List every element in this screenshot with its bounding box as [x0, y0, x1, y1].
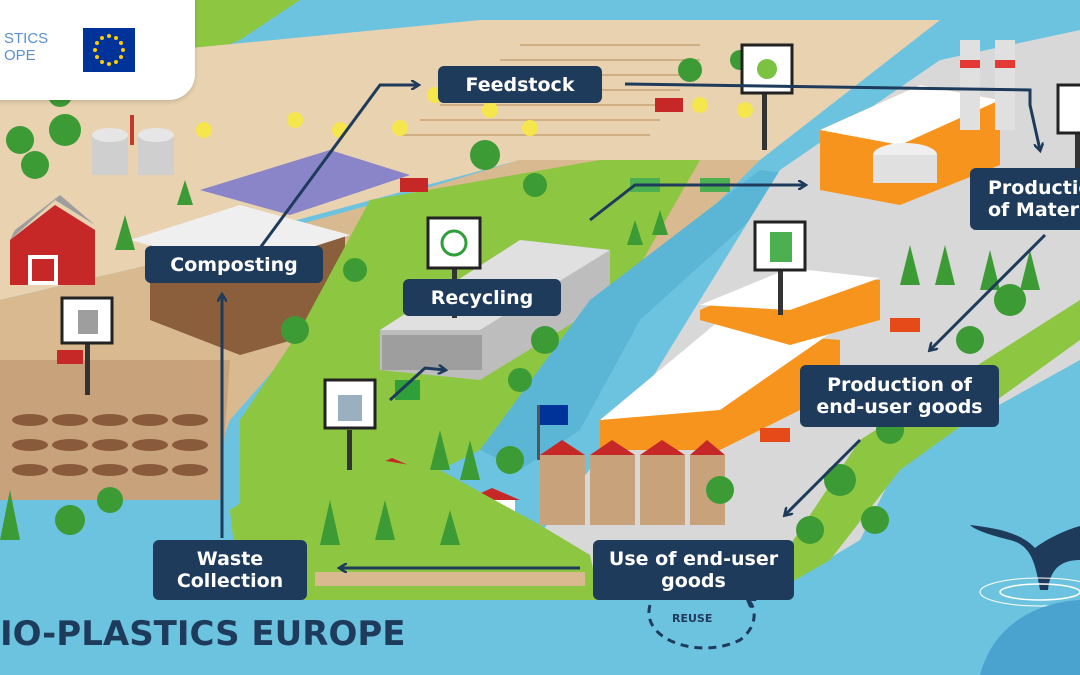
- trees: [0, 50, 1040, 545]
- reuse-label: REUSE: [672, 612, 713, 625]
- whale-tail: [970, 525, 1080, 675]
- use-of-goods-label: Use of end-user goods: [593, 540, 794, 600]
- waste-collection-label: Waste Collection: [153, 540, 307, 600]
- logo-text-line2: OPE: [4, 47, 36, 64]
- silos: [92, 115, 174, 175]
- canal: [480, 170, 800, 470]
- reuse-loop-arrow: [647, 600, 754, 650]
- logo-text-line1: STICS: [4, 30, 49, 47]
- logo-card: STICS OPE: [0, 0, 195, 100]
- arrow-composting-to-feedstock: [258, 85, 418, 249]
- cycle-arrows: [222, 82, 1047, 568]
- goods-factory: [600, 268, 880, 450]
- boardwalk: [315, 572, 585, 586]
- production-of-goods-label: Production of end-user goods: [800, 365, 999, 427]
- arrow-road-recycling: [589, 185, 805, 222]
- lavender-field: [200, 150, 410, 215]
- feedstock-label: Feedstock: [438, 66, 602, 103]
- red-barn: [10, 195, 95, 285]
- arrow-production-material-to-goods: [930, 233, 1047, 350]
- recycling-label: Recycling: [403, 279, 561, 316]
- apartments: [540, 440, 725, 525]
- arrow-feedstock-to-production-material: [624, 82, 1040, 150]
- logo: STICS OPE: [4, 30, 48, 64]
- sign-poles: [60, 43, 1080, 470]
- town-land: [230, 450, 600, 600]
- eu-flag-logo: [83, 28, 135, 72]
- eu-flag: [537, 405, 568, 460]
- composting-label: Composting: [145, 246, 323, 283]
- arrow-goods-to-use: [785, 438, 862, 515]
- material-factory: [820, 40, 1015, 205]
- production-of-material-label: Productio of Mater: [970, 168, 1080, 230]
- trucks: [57, 98, 920, 442]
- page-title: IO-PLASTICS EUROPE: [0, 614, 406, 654]
- sign-icons: [78, 59, 792, 421]
- crop-rows: [12, 414, 208, 476]
- arrow-waste-to-recycling: [388, 368, 445, 402]
